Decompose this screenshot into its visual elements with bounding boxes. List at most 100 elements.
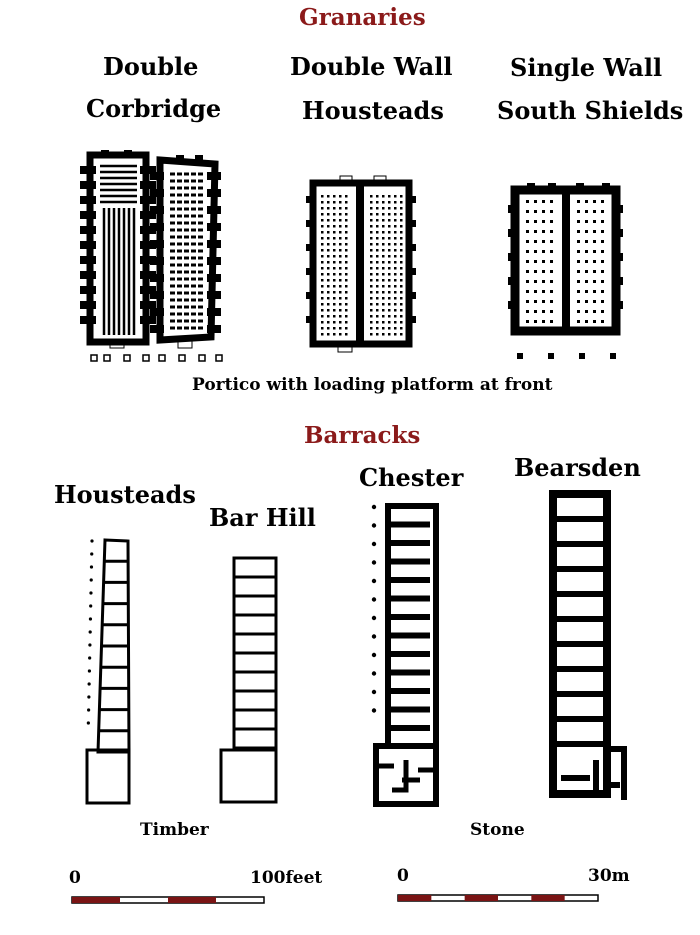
floor-pillar xyxy=(542,300,545,303)
buttress xyxy=(101,150,109,158)
floor-pillar xyxy=(345,195,348,198)
floor-pillar xyxy=(585,200,588,203)
granary-type-single-wall: Single Wall xyxy=(510,53,663,82)
floor-pillar xyxy=(370,261,373,264)
floor-pillar xyxy=(376,195,379,198)
floor-pillar xyxy=(382,291,385,294)
floor-pillar xyxy=(593,270,596,273)
veranda-post xyxy=(89,578,93,582)
veranda-post xyxy=(371,523,377,528)
buttress xyxy=(150,291,164,299)
floor-pillar xyxy=(333,231,336,234)
buttress xyxy=(576,183,584,191)
floor-pillar xyxy=(585,220,588,223)
floor-pillar xyxy=(333,285,336,288)
floor-pillar xyxy=(394,333,397,336)
floor-pillar xyxy=(550,260,553,263)
floor-pillar xyxy=(321,219,324,222)
buttress xyxy=(508,253,516,261)
buttress xyxy=(407,220,416,227)
floor-pillar xyxy=(321,267,324,270)
floor-pillar xyxy=(400,327,403,330)
floor-pillar xyxy=(388,273,391,276)
buttress xyxy=(150,206,164,214)
floor-pillar xyxy=(345,303,348,306)
barrack-site-bar-hill: Bar Hill xyxy=(209,503,316,532)
floor-pillar xyxy=(376,303,379,306)
floor-pillar xyxy=(394,201,397,204)
floor-pillar xyxy=(382,279,385,282)
floor-pillar xyxy=(542,220,545,223)
floor-pillar xyxy=(593,250,596,253)
buttress xyxy=(407,292,416,299)
floor-pillar xyxy=(542,290,545,293)
buttress xyxy=(80,301,96,309)
granary-type-double: Double xyxy=(103,52,199,81)
floor-pillar xyxy=(526,260,529,263)
floor-pillar xyxy=(345,231,348,234)
floor-pillar xyxy=(601,240,604,243)
floor-pillar xyxy=(339,231,342,234)
floor-pillar xyxy=(376,255,379,258)
scale-segment xyxy=(168,897,216,903)
floor-pillar xyxy=(376,261,379,264)
floor-pillar xyxy=(339,261,342,264)
buttress xyxy=(615,301,623,309)
bar-hill-officers-quarters xyxy=(219,748,278,804)
floor-pillar xyxy=(388,225,391,228)
buttress xyxy=(80,286,96,294)
floor-pillar xyxy=(370,213,373,216)
veranda-post xyxy=(371,541,377,547)
floor-pillar xyxy=(593,200,596,203)
floor-pillar xyxy=(333,297,336,300)
floor-pillar xyxy=(388,303,391,306)
scale-feet-end: 100feet xyxy=(250,868,323,888)
floor-pillar xyxy=(388,237,391,240)
floor-pillar xyxy=(345,201,348,204)
floor-pillar xyxy=(394,249,397,252)
buttress xyxy=(602,183,610,191)
floor-pillar xyxy=(339,207,342,210)
floor-pillar xyxy=(593,310,596,313)
veranda-post xyxy=(87,695,91,699)
buttress xyxy=(140,211,156,219)
floor-pillar xyxy=(550,290,553,293)
floor-pillar xyxy=(345,207,348,210)
floor-pillar xyxy=(370,285,373,288)
buttress xyxy=(150,274,164,282)
floor-pillar xyxy=(327,249,330,252)
veranda-post xyxy=(371,708,377,713)
floor-pillar xyxy=(593,220,596,223)
floor-pillar xyxy=(601,300,604,303)
buttress xyxy=(207,291,221,299)
floor-pillar xyxy=(388,333,391,336)
floor-pillar xyxy=(601,210,604,213)
buttress xyxy=(207,240,221,248)
veranda-post xyxy=(371,578,377,584)
portico-column xyxy=(579,353,585,359)
south-shields-central-wall xyxy=(562,190,570,331)
floor-pillar xyxy=(376,231,379,234)
floor-pillar xyxy=(593,230,596,233)
floor-pillar xyxy=(550,300,553,303)
floor-pillar xyxy=(376,297,379,300)
veranda-post xyxy=(371,671,377,676)
veranda-post xyxy=(88,643,92,647)
floor-pillar xyxy=(345,315,348,318)
veranda-post xyxy=(88,656,92,660)
veranda-post xyxy=(371,652,377,658)
floor-pillar xyxy=(321,225,324,228)
floor-pillar xyxy=(345,273,348,276)
buttress xyxy=(207,223,221,231)
floor-pillar xyxy=(327,255,330,258)
bearsden-officers-quarters xyxy=(561,746,627,800)
buttress xyxy=(150,240,164,248)
floor-pillar xyxy=(542,200,545,203)
floor-pillar xyxy=(388,285,391,288)
buttress xyxy=(150,308,164,316)
floor-pillar xyxy=(550,280,553,283)
portico-column xyxy=(103,354,111,362)
floor-pillar xyxy=(550,240,553,243)
chester-officers-quarters xyxy=(373,743,439,807)
floor-pillar xyxy=(400,231,403,234)
